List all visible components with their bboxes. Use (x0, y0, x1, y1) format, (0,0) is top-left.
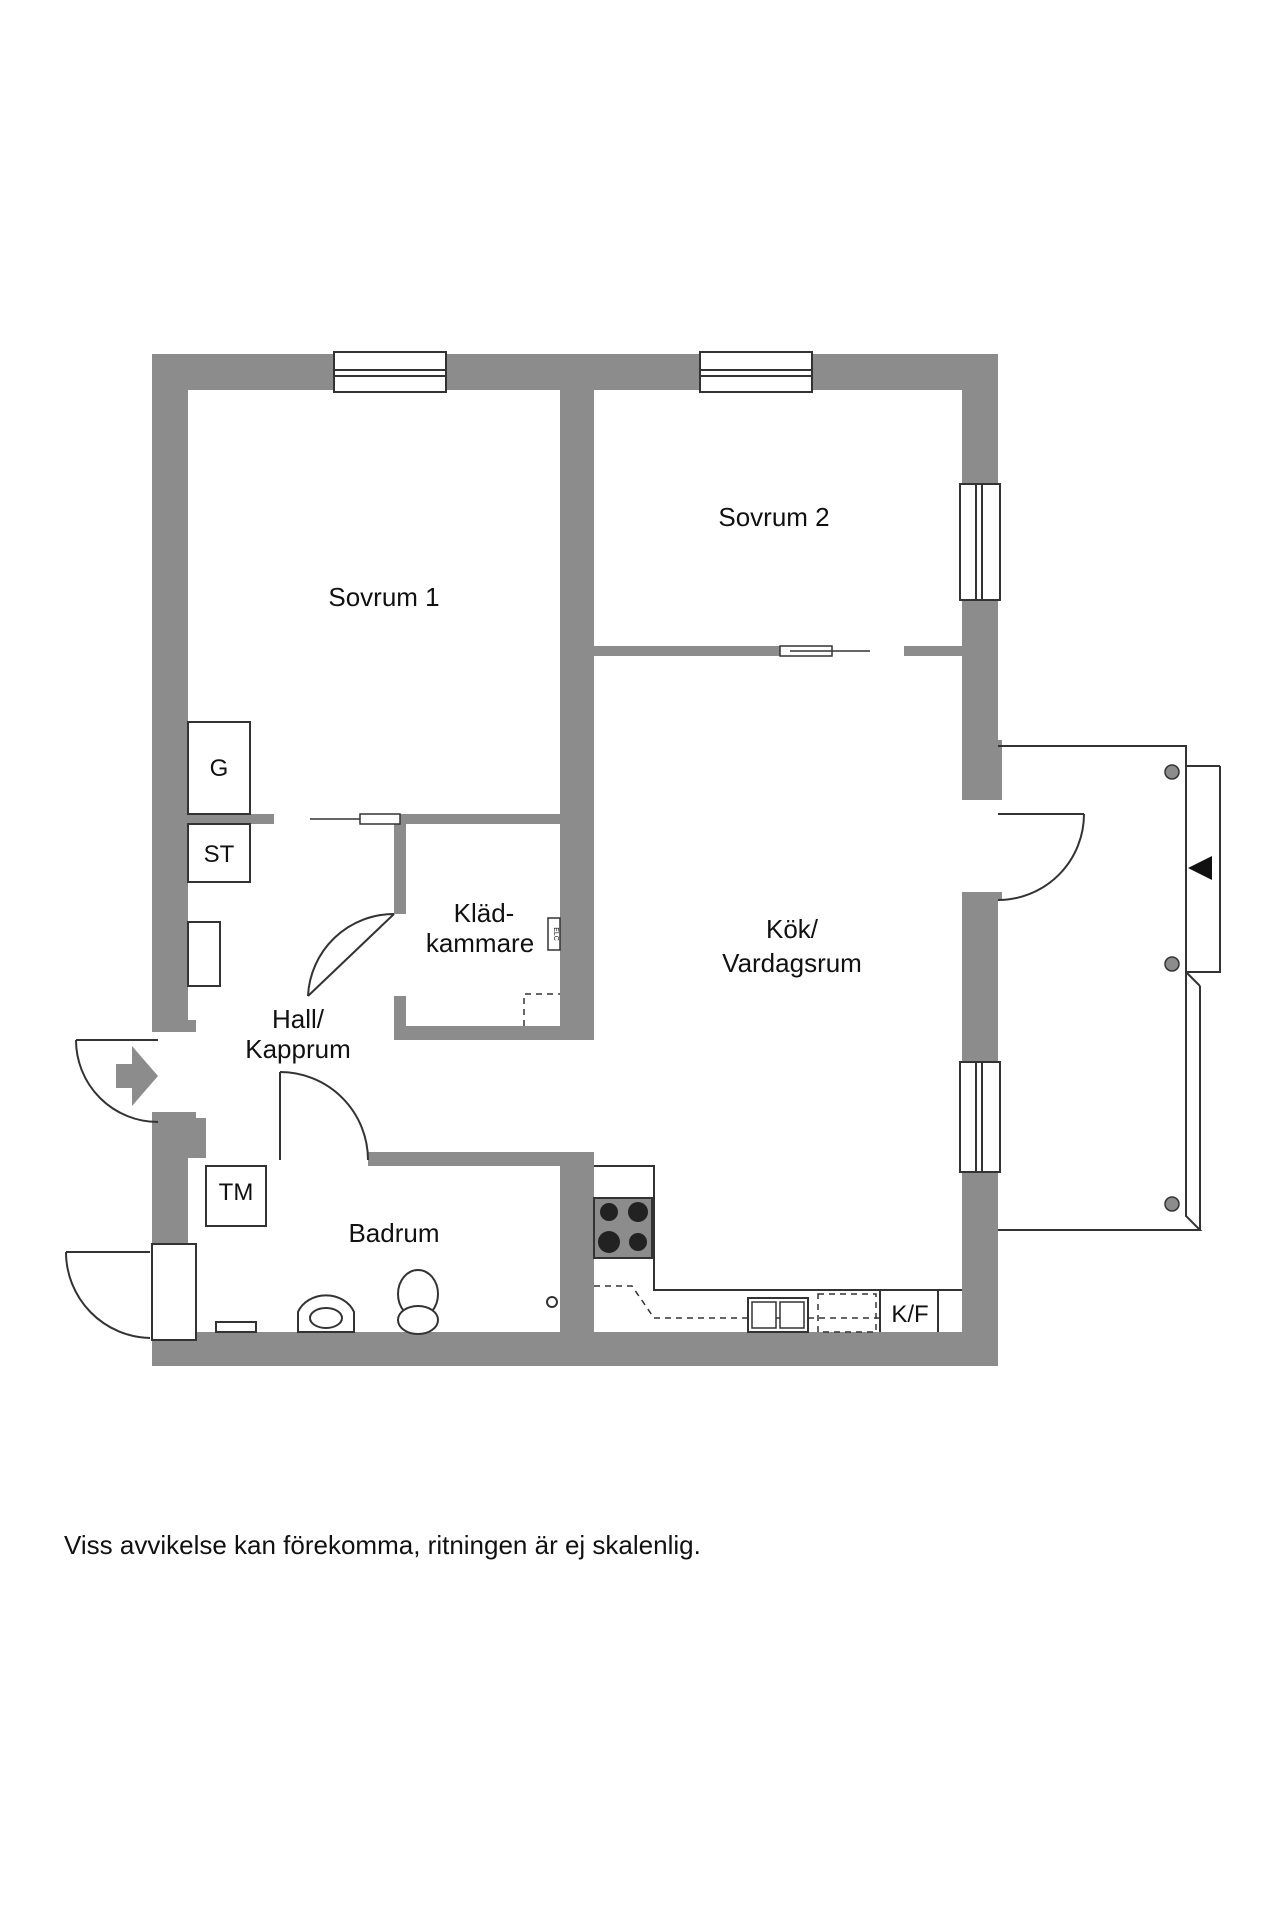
disclaimer-text: Viss avvikelse kan förekomma, ritningen … (64, 1530, 701, 1560)
label-sovrum2: Sovrum 2 (718, 502, 829, 532)
label-st: ST (204, 841, 235, 868)
label-hall-2: Kapprum (245, 1034, 351, 1064)
closets (187, 721, 267, 1227)
label-g: G (210, 755, 229, 782)
outer-storage-box (151, 1243, 197, 1341)
entrance-arrow-icon (116, 1046, 158, 1106)
label-elc: ELC (552, 927, 559, 941)
sliding-doors (310, 645, 870, 825)
room-labels: Sovrum 1 Sovrum 2 Kläd- kammare Hall/ Ka… (245, 502, 862, 1248)
label-kok-2: Vardagsrum (722, 948, 862, 978)
balcony-posts (1164, 764, 1180, 1212)
kitchen-dashes (594, 1285, 880, 1333)
label-klad-1: Kläd- (454, 898, 515, 928)
walls (152, 354, 1002, 1366)
balcony-arrow-icon (1188, 856, 1212, 880)
klad-shelf (523, 993, 560, 1026)
label-sovrum1: Sovrum 1 (328, 582, 439, 612)
kitchen-sink (751, 1301, 805, 1329)
label-klad-2: kammare (426, 928, 534, 958)
label-hall-1: Hall/ (272, 1004, 325, 1034)
label-kf: K/F (891, 1301, 928, 1328)
label-badrum: Badrum (348, 1218, 439, 1248)
label-tm: TM (219, 1179, 254, 1206)
doors (65, 813, 1085, 1339)
electric-panel (547, 917, 561, 951)
fixture-labels: G ST TM K/F ELC (204, 755, 929, 1328)
label-kok-1: Kök/ (766, 914, 819, 944)
windows (333, 351, 1001, 1173)
stove (593, 1197, 653, 1259)
balcony (998, 745, 1221, 1231)
bathroom-fixtures (215, 1269, 558, 1335)
